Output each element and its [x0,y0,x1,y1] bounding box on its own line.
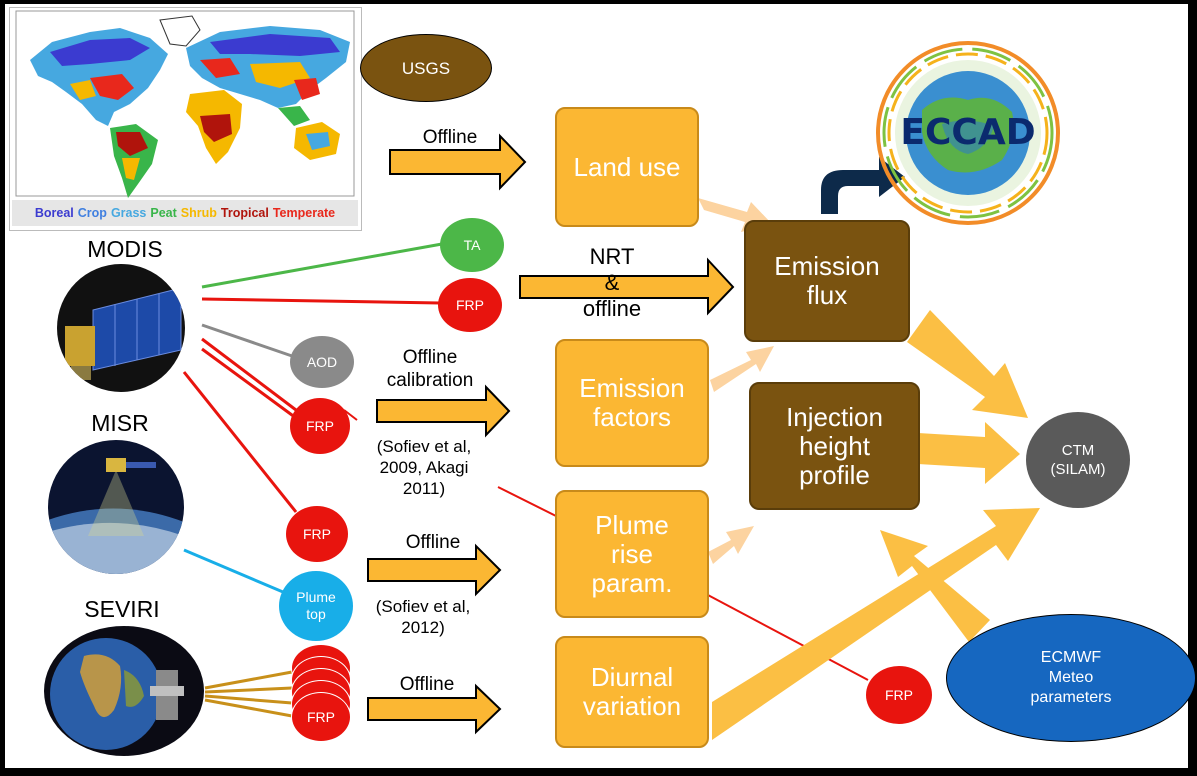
line-plume-frp5 [705,593,869,681]
modis-label: MODIS [87,236,163,262]
line-modis-aod [201,323,293,358]
flow-flux-ctm [907,310,1028,418]
injection-height-box: Injection height profile [749,382,920,510]
legend-crop: Crop [77,206,107,220]
label-plume-reference: (Sofiev et al, 2012) [375,597,471,637]
line-misr-plumetop [183,548,284,594]
ecmwf-ellipse: ECMWF Meteo parameters [946,614,1196,742]
legend-shrub: Shrub [180,206,217,220]
flow-diurnal-ctm [712,508,1040,740]
map-legend: Boreal Crop Grass Peat Shrub Tropical Te… [12,200,358,226]
emission-factors-box: Emission factors [555,339,709,467]
line-seviri-frp-d [204,698,293,718]
arrow-nrt-flux [519,257,735,316]
flow-injection-ctm [918,422,1020,484]
legend-tropical: Tropical [220,206,269,220]
legend-grass: Grass [110,206,147,220]
label-offline-3: Offline [399,674,455,695]
label-offline-1: Offline [422,127,478,148]
world-map: Boreal Crop Grass Peat Shrub Tropical Te… [9,7,362,231]
plume-top-circle: Plume top [279,571,353,641]
legend-temperate: Temperate [272,206,336,220]
seviri-earth-icon [50,638,184,750]
line-seviri-frp-b [204,686,293,694]
line-calib-plume [497,486,557,517]
label-nrt-offline: NRT & offline [582,244,642,321]
eccad-globe-icon [876,41,1060,225]
frp-circle-4: FRP [291,692,351,742]
arrow-flux-eccad [821,157,905,214]
frp-circle-5: FRP [866,666,932,724]
flow-factors-flux [710,346,774,392]
modis-satellite-icon [65,287,182,380]
line-modis-frp1 [201,297,441,305]
frp-circle-3: FRP [286,506,348,562]
ctm-circle: CTM (SILAM) [1026,412,1130,508]
eccad-text: ECCAD [900,112,1036,153]
line-modis-frp2b [201,347,297,420]
modis-image [57,264,185,392]
aod-circle: AOD [290,336,354,388]
seviri-image [44,626,204,756]
label-offline-calibration: Offline calibration [386,347,474,391]
arrow-offline-landuse [389,133,527,191]
eccad-logo: ECCAD [872,40,1064,226]
frp-circle-1: FRP [438,278,502,332]
plume-rise-box: Plume rise param. [555,490,709,618]
legend-boreal: Boreal [34,206,74,220]
arrow-calibration [376,384,511,438]
label-offline-2: Offline [405,532,461,553]
misr-label: MISR [91,410,149,436]
usgs-ellipse: USGS [360,34,492,102]
misr-earth-icon [48,458,184,574]
land-cover-map [15,10,355,198]
line-modis-frp3 [182,371,298,513]
legend-peat: Peat [150,206,177,220]
flow-ecmwf-injection [880,530,990,642]
label-calibration-reference: (Sofiev et al, 2009, Akagi 2011) [376,437,472,498]
line-seviri-frp-c [204,694,293,705]
ta-circle: TA [440,218,504,272]
frp-circle-2: FRP [290,398,350,454]
seviri-label: SEVIRI [84,596,160,622]
arrow-offline-diurnal [367,683,502,735]
flow-plume-injection [708,526,754,564]
line-seviri-frp-a [204,670,293,690]
misr-image [48,440,184,574]
emission-flux-box: Emission flux [744,220,910,342]
line-modis-frp2 [201,337,297,412]
land-use-box: Land use [555,107,699,227]
line-modis-ta [201,242,443,289]
diurnal-variation-box: Diurnal variation [555,636,709,748]
arrow-offline-plume [367,543,502,597]
